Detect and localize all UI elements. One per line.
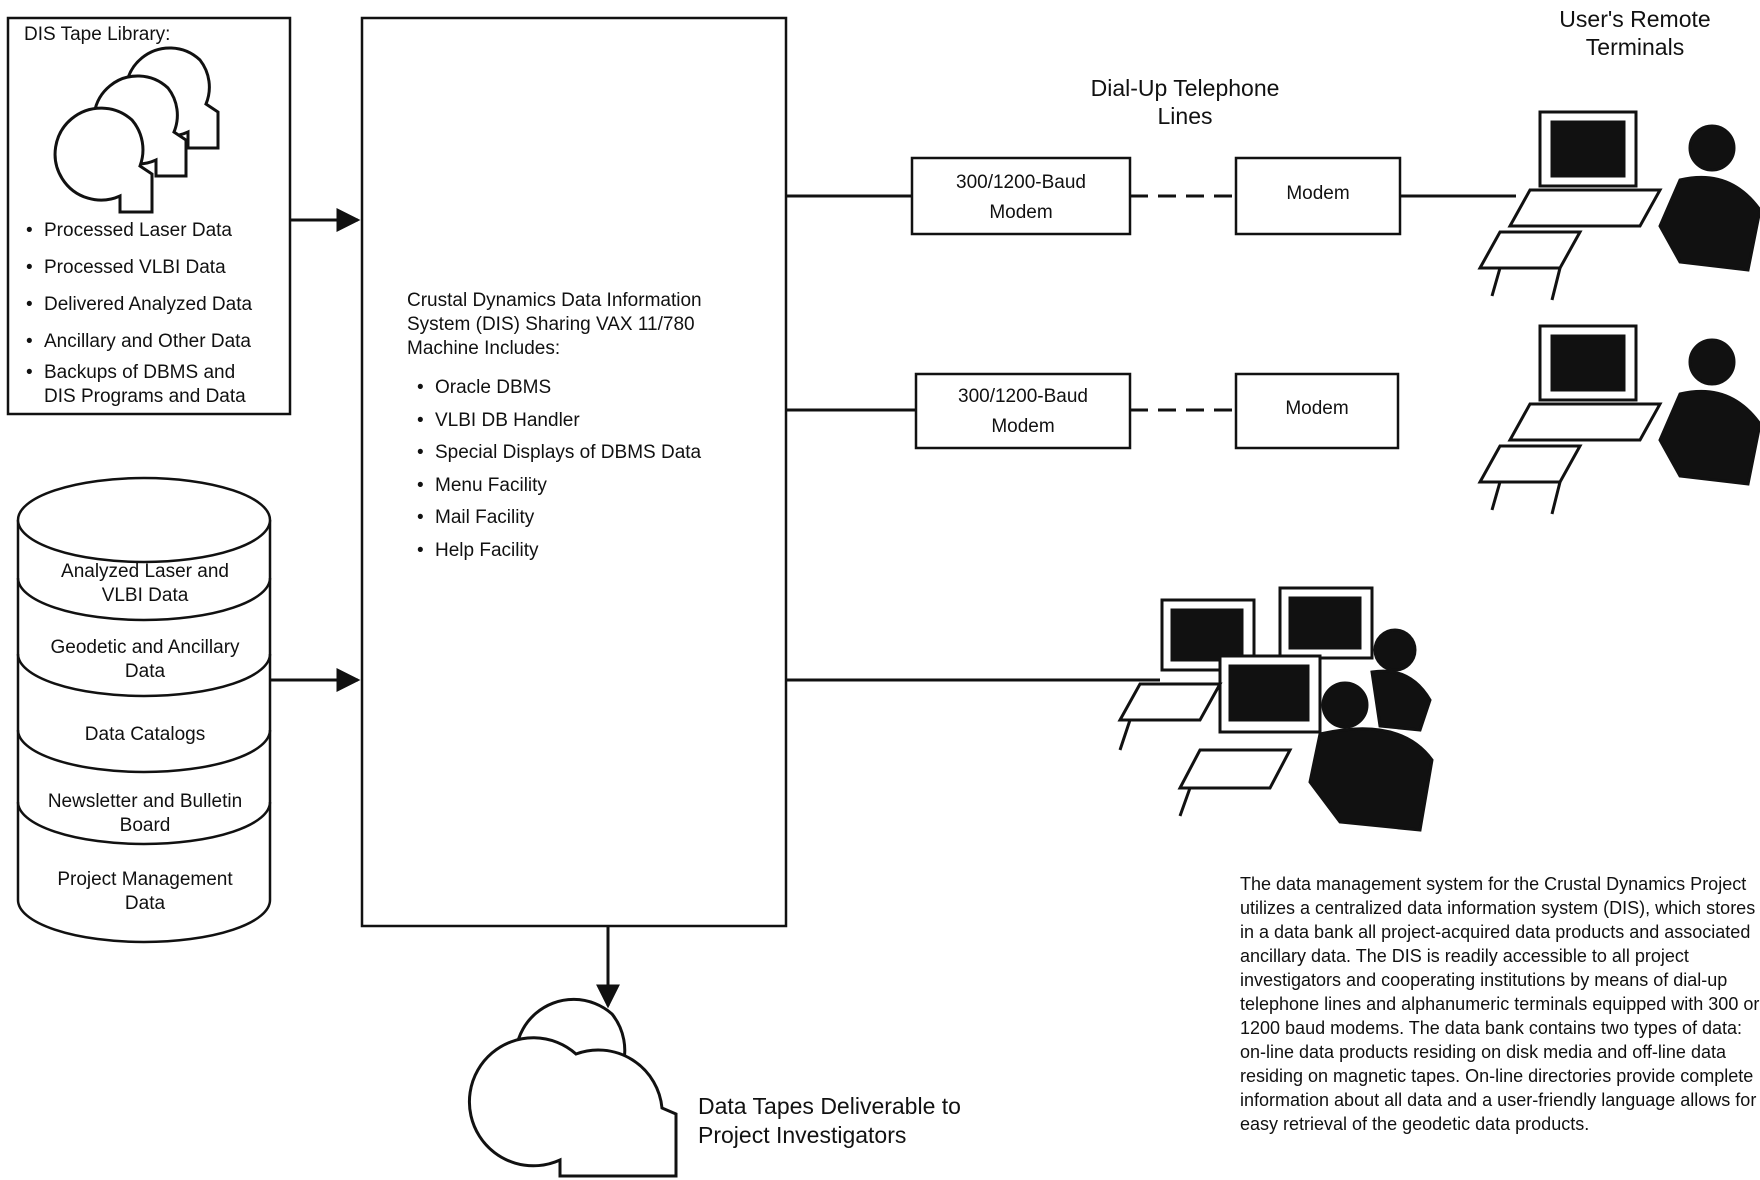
disk-section-label: Data Catalogs — [84, 724, 206, 745]
baud-modem-label-2: 300/1200-Baud Modem — [916, 382, 1130, 442]
disk-stack — [16, 476, 272, 944]
remote-terminal-icon-2 — [1477, 324, 1760, 515]
central-system-item: Mail Facility — [413, 502, 701, 535]
caption: The data management system for the Crust… — [1240, 872, 1760, 1136]
remote-terminals-label: User's Remote Terminals — [1559, 6, 1711, 60]
central-system-list: Oracle DBMS VLBI DB Handler Special Disp… — [413, 372, 701, 567]
tape-library-title: DIS Tape Library: — [24, 24, 171, 45]
baud-modem-word: Modem — [991, 416, 1055, 437]
tape-reels-icon — [53, 46, 220, 214]
disk-section-label: Geodetic and Ancillary Data — [50, 637, 240, 682]
dialup-lines-label: Dial-Up Telephone Lines — [1090, 75, 1280, 129]
bullet-dot: • — [26, 362, 33, 383]
baud-modem-word: Modem — [989, 202, 1053, 223]
caption-text: The data management system for the Crust… — [1240, 874, 1760, 1134]
tape-library-list: Processed Laser Data Processed VLBI Data… — [22, 212, 252, 360]
central-system-item: Menu Facility — [413, 470, 701, 503]
tape-library-item: Ancillary and Other Data — [22, 323, 252, 360]
tape-library-item-backups: • Backups of DBMS and DIS Programs and D… — [22, 361, 272, 409]
output-tape-reels-icon — [467, 997, 678, 1178]
baud-modem-rate: 300/1200-Baud — [956, 172, 1086, 193]
disk-section-label: Analyzed Laser and VLBI Data — [61, 561, 229, 606]
central-system-item: Help Facility — [413, 535, 701, 568]
modem-label-1: Modem — [1286, 183, 1350, 204]
modem-label-2: Modem — [1285, 398, 1349, 419]
central-system-heading: Crustal Dynamics Data Information System… — [407, 290, 702, 359]
data-tapes-label: Data Tapes Deliverable to Project Invest… — [698, 1093, 961, 1148]
central-system-item: VLBI DB Handler — [413, 405, 701, 438]
tape-library-item: Backups of DBMS and DIS Programs and Dat… — [44, 362, 246, 407]
disk-section-label: Newsletter and Bulletin Board — [47, 791, 243, 836]
remote-terminal-icon-1 — [1477, 110, 1760, 301]
local-terminals-icon — [1117, 586, 1434, 832]
disk-section-label: Project Management Data — [57, 869, 233, 914]
baud-modem-label-1: 300/1200-Baud Modem — [912, 168, 1130, 228]
tape-library-box — [6, 16, 292, 416]
central-system-item: Oracle DBMS — [413, 372, 701, 405]
tape-library-item: Processed Laser Data — [22, 212, 252, 249]
central-system-box — [360, 16, 788, 928]
modem-box-2 — [1234, 372, 1400, 450]
tape-library-item: Delivered Analyzed Data — [22, 286, 252, 323]
baud-modem-rate: 300/1200-Baud — [958, 386, 1088, 407]
tape-library-item: Processed VLBI Data — [22, 249, 252, 286]
central-system-item: Special Displays of DBMS Data — [413, 437, 701, 470]
